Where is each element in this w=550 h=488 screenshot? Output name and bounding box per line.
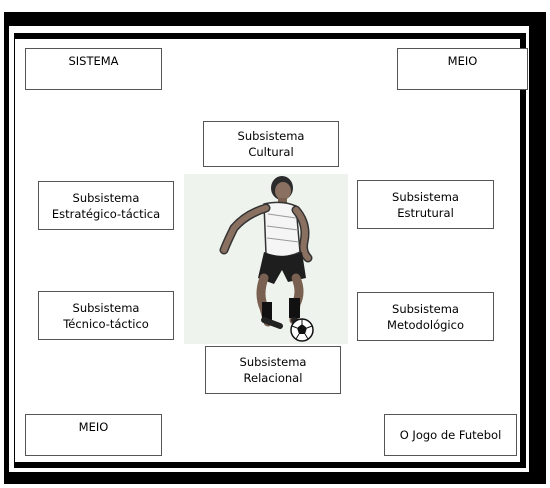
bottom-border-line [14, 462, 526, 468]
box-meio-bottom: MEIO [25, 414, 162, 456]
top-border-line [14, 33, 526, 39]
soccer-player-image [184, 174, 348, 344]
box-subsistema-estrutural: Subsistema Estrutural [357, 180, 494, 229]
right-border-line [520, 33, 526, 468]
box-sistema: SISTEMA [25, 48, 162, 90]
box-subsistema-cultural: Subsistema Cultural [203, 121, 339, 167]
box-meio-top: MEIO [397, 48, 528, 90]
box-subsistema-metodologico: Subsistema Metodológico [357, 292, 494, 341]
left-border-line [14, 33, 15, 468]
box-subsistema-estrategico-tactica: Subsistema Estratégico-táctica [38, 181, 174, 230]
box-o-jogo-de-futebol: O Jogo de Futebol [384, 414, 517, 456]
box-subsistema-relacional: Subsistema Relacional [205, 346, 341, 394]
box-subsistema-tecnico-tactico: Subsistema Técnico-táctico [38, 291, 174, 340]
soccer-player-icon [219, 176, 314, 342]
